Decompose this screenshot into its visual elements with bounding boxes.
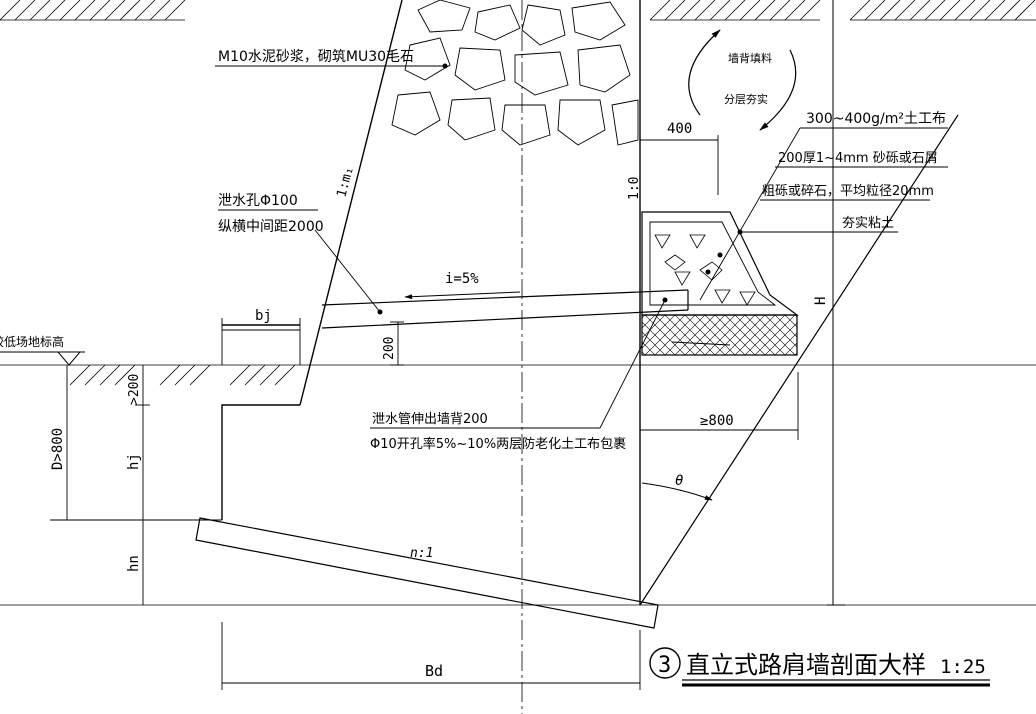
drain-hole-label-2: 纵横中间距2000 — [218, 219, 324, 235]
masonry-label: M10水泥砂浆，砌筑MU30毛石 — [218, 49, 414, 65]
foundation-slab — [195, 517, 659, 629]
ground-level-marker — [56, 351, 82, 366]
clay-label: 夯实粘土 — [842, 216, 894, 231]
drain-hole-label-1: 泄水孔Φ100 — [218, 193, 298, 209]
ground-level-label: 较低场地标高 — [0, 334, 64, 349]
ge800-label: ≥800 — [700, 413, 734, 429]
title-text: 直立式路肩墙剖面大样 — [686, 651, 926, 679]
H-label: H — [813, 297, 829, 305]
masonry-stones — [391, 0, 639, 146]
dimensions — [50, 135, 799, 690]
bj-label: bj — [255, 308, 272, 324]
pipe-label-1: 泄水管伸出墙背200 — [372, 412, 488, 427]
hj-label: hj — [126, 453, 142, 470]
slope-label: i=5% — [445, 271, 479, 287]
backfill-label-1: 墙背填料 — [728, 51, 772, 65]
Bd-label: Bd — [425, 662, 443, 680]
backfill-zone — [641, 211, 799, 356]
gravel-label: 200厚1~4mm 砂砾或石屑 — [778, 151, 938, 166]
n1-label: n:1 — [410, 546, 433, 561]
hn-label: hn — [126, 555, 142, 572]
wall-outline — [221, 0, 641, 605]
backfill-arrow-up — [688, 29, 721, 116]
gt200-label: >200 — [127, 374, 142, 405]
dim-400-label: 400 — [667, 121, 692, 137]
D-gt-800-label: D>800 — [50, 428, 66, 470]
theta-arc — [641, 482, 713, 501]
earth-hatch-left — [69, 364, 296, 386]
leader-lines — [215, 65, 948, 429]
dim-200-label: 200 — [382, 337, 397, 360]
drain-pipe — [321, 289, 689, 329]
backfill-label-2: 分层夯实 — [724, 92, 768, 106]
earth-hatch-top — [0, 0, 1036, 21]
geotextile-label: 300~400g/m²土工布 — [806, 111, 946, 127]
theta-label: θ — [675, 473, 683, 489]
title-number: 3 — [658, 653, 671, 678]
crushed-stone-label: 粗砾或碎石，平均粒径20mm — [762, 184, 934, 199]
failure-plane — [639, 114, 959, 606]
pipe-label-2: Φ10开孔率5%~10%两层防老化土工布包裹 — [370, 436, 626, 452]
title-scale: 1:25 — [940, 656, 986, 678]
backfill-arrow-down — [759, 49, 797, 131]
slope-arrow — [404, 291, 521, 300]
title-number-circle — [649, 647, 681, 679]
ratio-1-0-label: 1:0 — [627, 177, 642, 200]
